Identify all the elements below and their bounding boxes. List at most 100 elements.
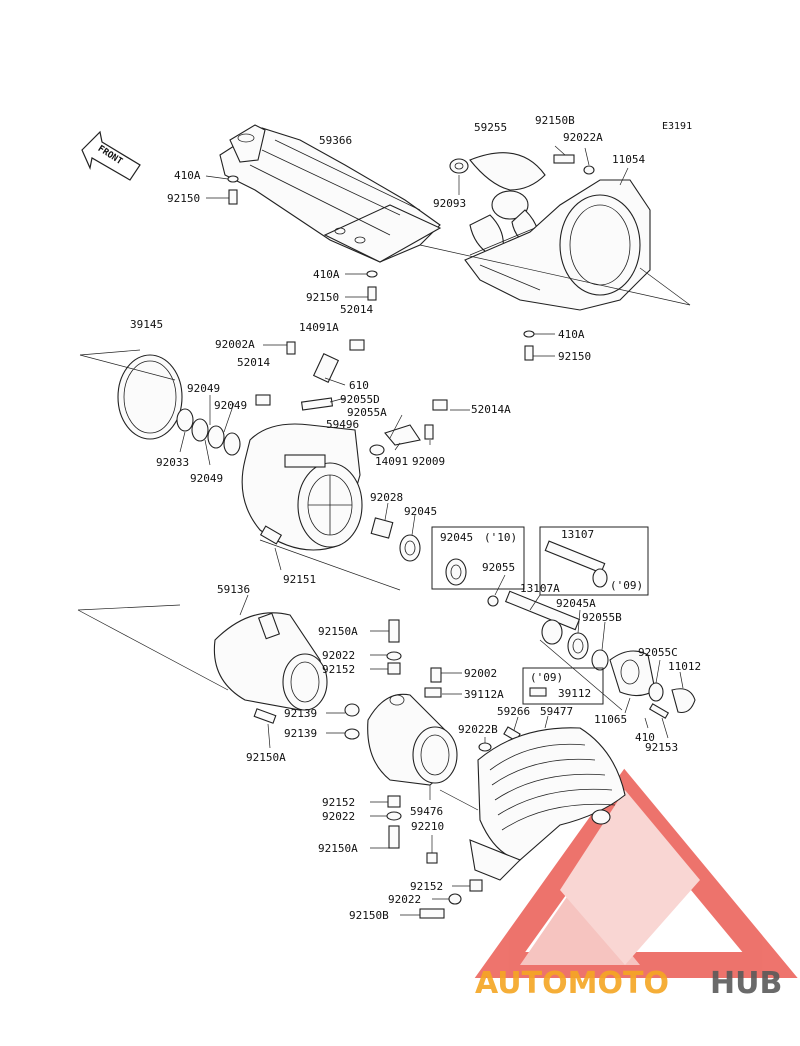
label-92152: 92152 <box>410 880 443 893</box>
pump-cover-59366 <box>219 124 442 263</box>
label-92150A: 92150A <box>318 842 358 855</box>
label-14091A: 14091A <box>299 321 339 334</box>
label-92009: 92009 <box>412 455 445 468</box>
bushing-92028-icon <box>370 517 394 539</box>
bolt-92153-icon <box>648 703 670 719</box>
bearing-92045-icon <box>399 534 421 562</box>
nut-92093-icon <box>449 158 469 174</box>
bracket-14091 <box>384 424 434 446</box>
fitting-52014-icon <box>255 339 448 411</box>
label-59476: 59476 <box>410 805 443 818</box>
label-59366: 59366 <box>319 134 352 147</box>
label-92151: 92151 <box>283 573 316 586</box>
label-92045A: 92045A <box>556 597 596 610</box>
label-92150: 92150 <box>306 291 339 304</box>
label-59266: 59266 <box>497 705 530 718</box>
label-410A: 410A <box>313 268 340 281</box>
oring-92055A <box>369 444 385 456</box>
label-410A: 410A <box>174 169 201 182</box>
label-92022: 92022 <box>322 810 355 823</box>
bolt-92150-right-icon <box>523 330 535 361</box>
pump-case-59496 <box>241 423 363 551</box>
label-92150A: 92150A <box>246 751 286 764</box>
label-13107: 13107 <box>561 528 594 541</box>
label-92002A: 92002A <box>215 338 255 351</box>
label-59136: 59136 <box>217 583 250 596</box>
label-52014: 52014 <box>237 356 270 369</box>
callout-box-13107-09 <box>539 526 649 596</box>
label-13107A: 13107A <box>520 582 560 595</box>
bolt-92150B-lower-icon <box>419 879 483 919</box>
oring-92055-icon <box>487 595 499 607</box>
label-11012: 11012 <box>668 660 701 673</box>
bearing-92045A-icon <box>567 632 589 660</box>
watermark-text: AUTOMOTO HUB <box>475 966 782 1001</box>
label-92055: 92055 <box>482 561 515 574</box>
bolt-92150A-lower-icon <box>386 795 402 849</box>
front-arrow-icon: FRONT <box>81 130 141 181</box>
label-92210: 92210 <box>411 820 444 833</box>
label-11054: 11054 <box>612 153 645 166</box>
label-92022: 92022 <box>388 893 421 906</box>
duct-59476 <box>367 693 458 786</box>
label-92152: 92152 <box>322 663 355 676</box>
diagram-code: E3191 <box>662 121 692 132</box>
watermark-logo <box>474 768 798 978</box>
label-92028: 92028 <box>370 491 403 504</box>
bolt-92002-icon <box>430 667 442 683</box>
label-610: 610 <box>349 379 369 392</box>
label-92055B: 92055B <box>582 611 622 624</box>
cover-59477 <box>469 727 626 881</box>
label-year-10: ('10) <box>484 531 517 544</box>
label-92150B: 92150B <box>349 909 389 922</box>
label-92033: 92033 <box>156 456 189 469</box>
label-39112A: 39112A <box>464 688 504 701</box>
callout-box-39112-09 <box>522 667 604 705</box>
gasket-92055D <box>300 397 334 411</box>
bolt-92150A-left-icon <box>253 708 277 724</box>
label-92045: 92045 <box>404 505 437 518</box>
label-year-09: ('09) <box>610 579 643 592</box>
bolt-92150-left-icon <box>227 175 239 205</box>
label-92055D: 92055D <box>340 393 380 406</box>
bolt-92002A-icon <box>286 341 296 355</box>
label-92139: 92139 <box>284 707 317 720</box>
label-11065: 11065 <box>594 713 627 726</box>
label-92022: 92022 <box>322 649 355 662</box>
pump-housing-11054 <box>464 179 651 311</box>
shaft-13107-icon <box>544 540 608 588</box>
ring-39145 <box>117 354 183 440</box>
label-59477: 59477 <box>540 705 573 718</box>
spacer-92139-icon <box>344 703 360 740</box>
label-92152: 92152 <box>322 796 355 809</box>
oring-92055C-icon <box>648 682 664 702</box>
bolt-92150-center-icon <box>366 270 378 301</box>
oring-92055B-icon <box>591 649 609 671</box>
label-92150B: 92150B <box>535 114 575 127</box>
label-92093: 92093 <box>433 197 466 210</box>
label-92049: 92049 <box>214 399 247 412</box>
label-92055C: 92055C <box>638 646 678 659</box>
label-92139: 92139 <box>284 727 317 740</box>
label-year-09: ('09) <box>530 671 563 684</box>
seals-92049 <box>176 408 241 456</box>
label-59255: 59255 <box>474 121 507 134</box>
pipe-14091A <box>312 353 340 383</box>
label-410A: 410A <box>558 328 585 341</box>
cap-11065 <box>609 650 656 697</box>
label-92049: 92049 <box>187 382 220 395</box>
washer-92022B-icon <box>478 742 492 752</box>
watermark-automoto: AUTOMOTO <box>475 966 669 1001</box>
label-39145: 39145 <box>130 318 163 331</box>
label-14091: 14091 <box>375 455 408 468</box>
label-59496: 59496 <box>326 418 359 431</box>
bolt-92151-icon <box>259 525 283 545</box>
fitting-39112A-icon <box>424 687 442 698</box>
label-92150A: 92150A <box>318 625 358 638</box>
callout-box-92045-10 <box>431 526 525 590</box>
fitting-39112-icon <box>529 687 547 697</box>
label-92022A: 92022A <box>563 131 603 144</box>
cap-11012-icon <box>671 688 696 714</box>
label-39112: 39112 <box>558 687 591 700</box>
